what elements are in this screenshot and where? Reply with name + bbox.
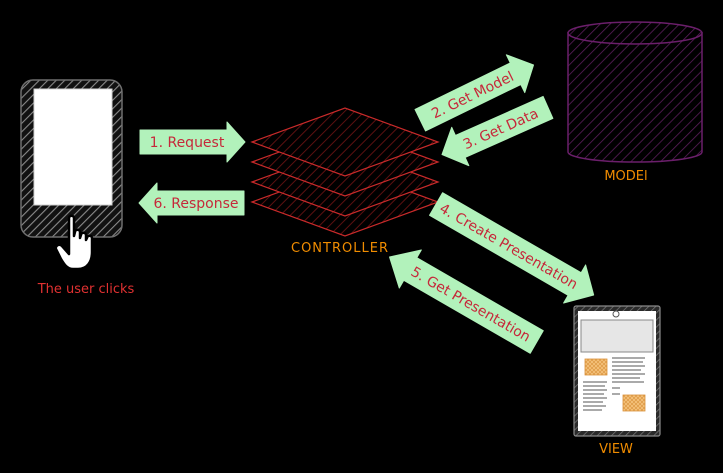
user-label: The user clicks <box>37 282 135 297</box>
arrow-request-label: 1. Request <box>150 135 225 151</box>
controller-layers-icon <box>250 107 440 237</box>
arrow-create-presentation-label: 4. Create Presentation <box>436 201 580 293</box>
arrow-response: 6. Response <box>138 182 245 224</box>
controller-label: CONTROLLER <box>291 241 389 256</box>
arrow-request: 1. Request <box>139 121 246 163</box>
view-label: VIEW <box>599 442 633 457</box>
arrow-response-label: 6. Response <box>153 196 238 212</box>
tablet-icon <box>573 305 661 437</box>
model-label: MODEl <box>604 169 647 184</box>
pointer-hand-icon <box>54 214 94 271</box>
arrow-get-presentation-label: 5. Get Presentation <box>408 264 533 345</box>
smartphone-icon <box>20 79 123 238</box>
database-icon <box>567 21 703 163</box>
